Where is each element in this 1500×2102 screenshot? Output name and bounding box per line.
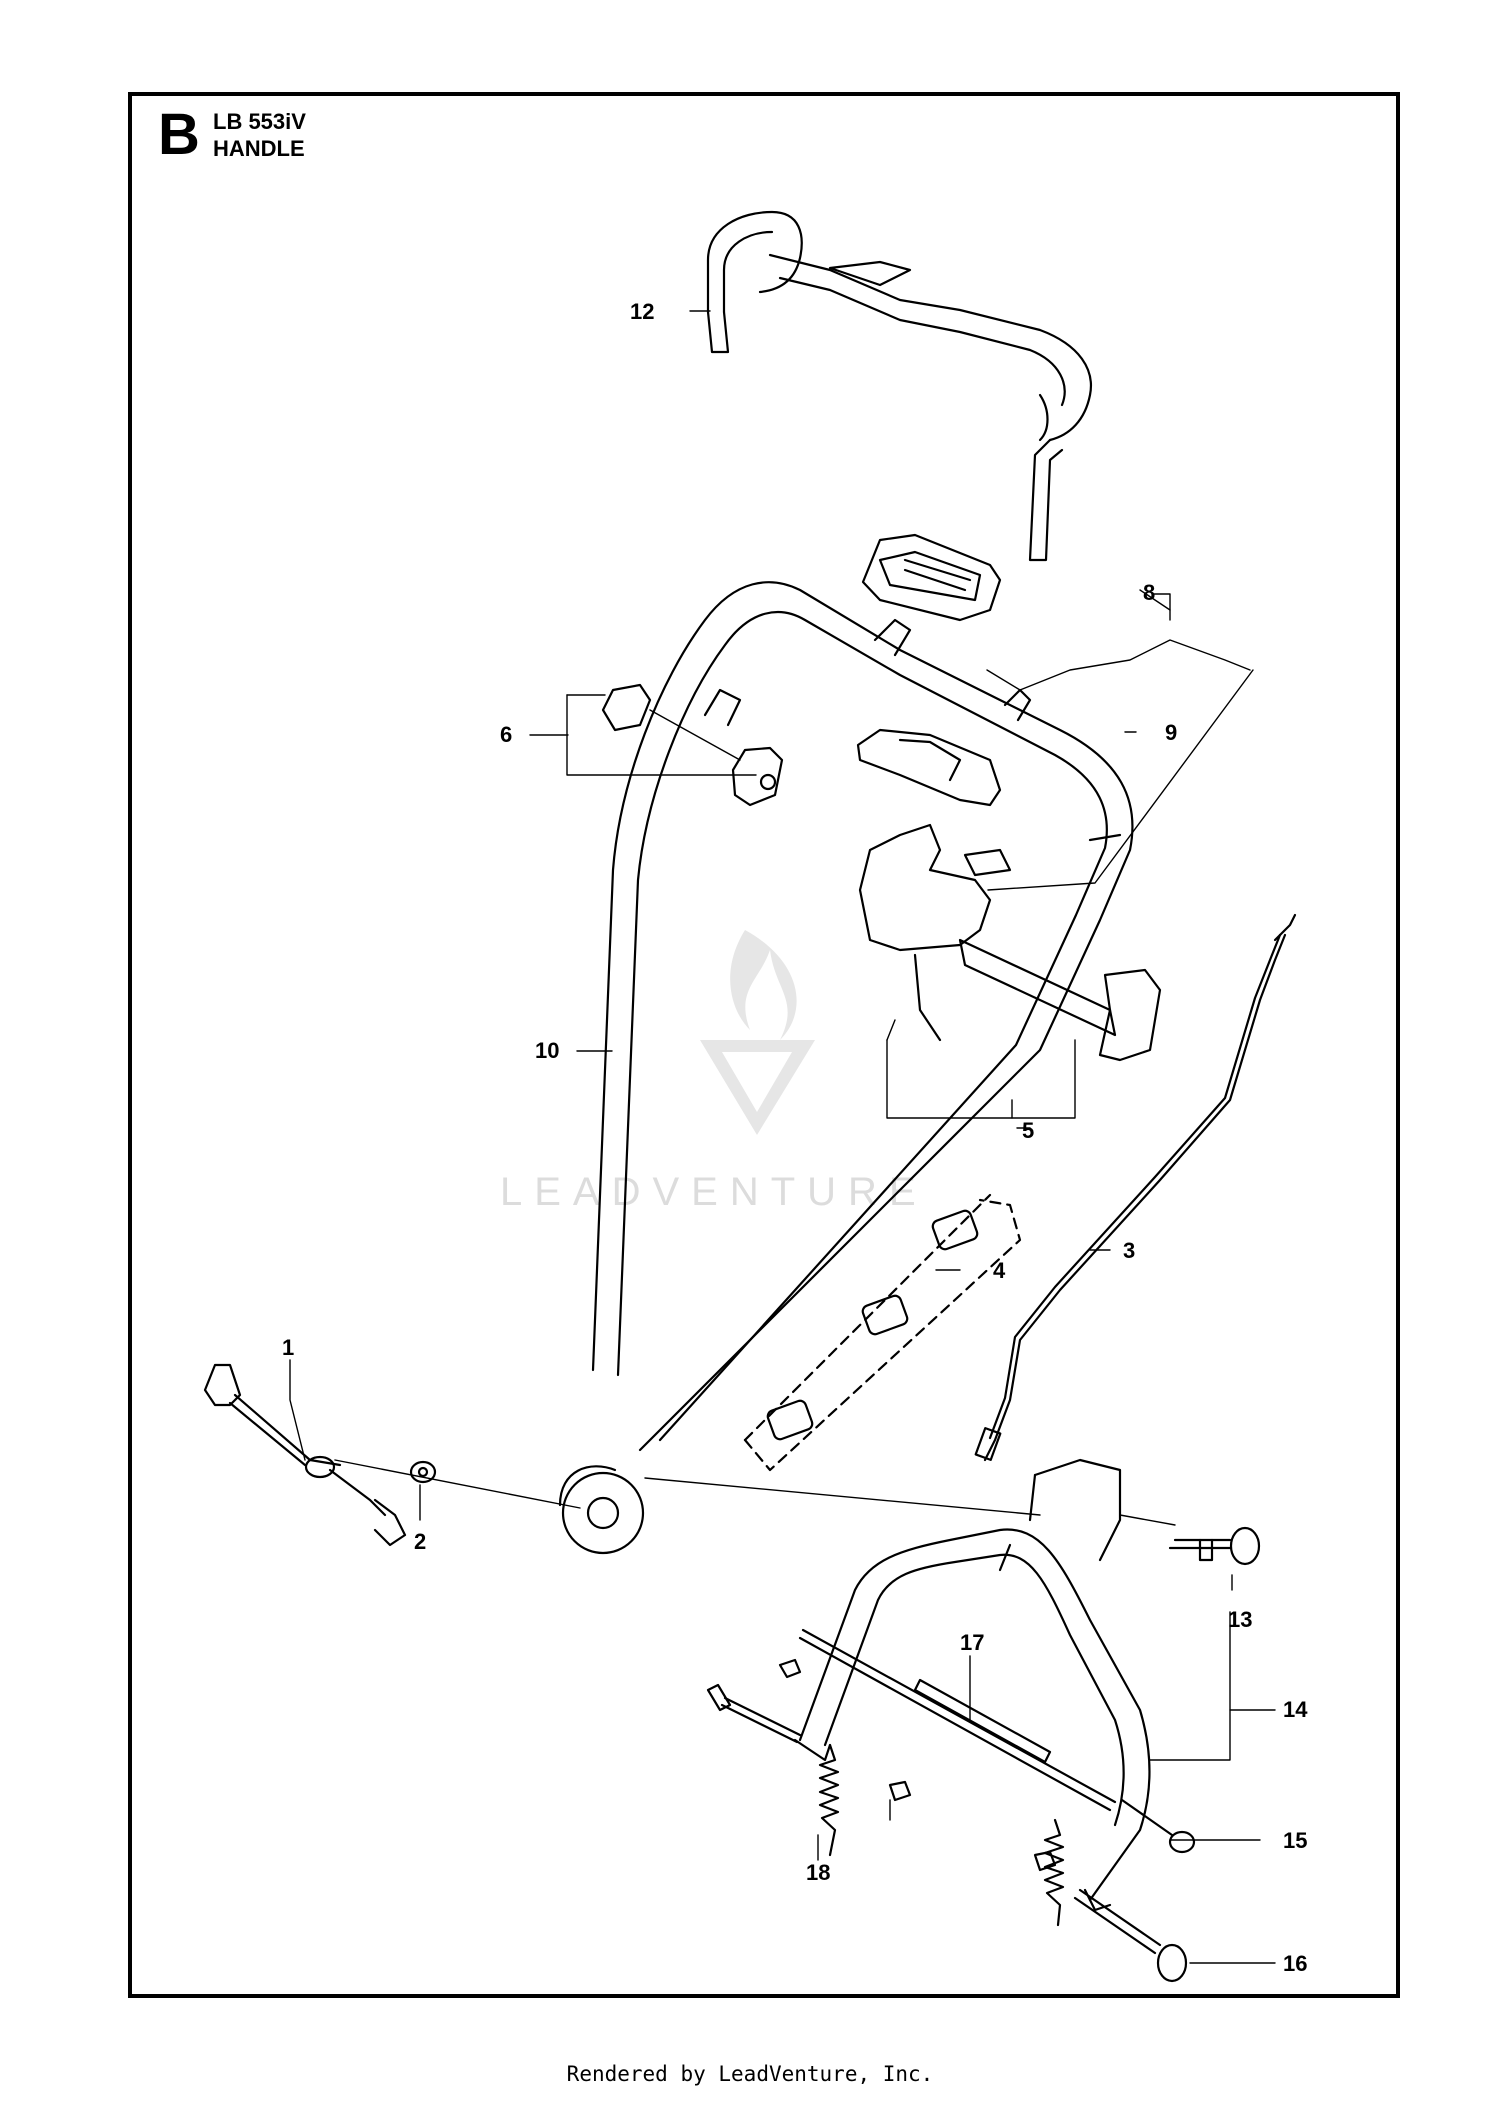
watermark: LEADVENTURE: [500, 930, 928, 1214]
callout-4: 4: [993, 1258, 1006, 1283]
callout-2: 2: [414, 1529, 426, 1554]
rod-part-16: [798, 1628, 1117, 1812]
control-handle-part-5: [858, 823, 1162, 1062]
callout-5: 5: [1022, 1118, 1034, 1143]
spring-part-17: [818, 1743, 1065, 1927]
watermark-flame-icon: [730, 930, 797, 1040]
callout-15: 16: [1283, 1951, 1307, 1976]
callout-3: 3: [1123, 1238, 1135, 1263]
display-cover: [861, 533, 1002, 622]
washer-part-2: [409, 1460, 437, 1484]
callout-6: 6: [500, 722, 512, 747]
switch-part-6: [601, 683, 784, 807]
footer-credit: Rendered by LeadVenture, Inc.: [566, 2062, 934, 2086]
watermark-text: LEADVENTURE: [500, 1170, 928, 1214]
callout-8: 8: [1143, 580, 1155, 605]
frame-part-13: [793, 1458, 1151, 1912]
lower-handle-part-10: [558, 581, 1134, 1555]
callout-1: 1: [282, 1335, 294, 1360]
callout-12: 13: [1228, 1607, 1252, 1632]
leader-lines: [289, 310, 1276, 1964]
callout-9: 9: [1165, 720, 1177, 745]
callout-13: 14: [1283, 1697, 1308, 1722]
callout-14: 15: [1283, 1828, 1307, 1853]
upper-handle-part-11: [706, 210, 1092, 562]
diagram-frame: [128, 92, 1400, 1998]
knob-bolt-part-1: [203, 1363, 407, 1547]
callout-17: 18: [806, 1860, 830, 1885]
callout-10: 10: [535, 1038, 559, 1063]
callout-11: 12: [630, 299, 654, 324]
callout-16: 17: [960, 1630, 984, 1655]
clips-part-4: [743, 1193, 1022, 1472]
callout-labels: 12 8 9 6 10 5 3 4 1 2 13 17 14 15 18 16: [282, 299, 1308, 1976]
cable-part-3: [974, 913, 1297, 1462]
bolts-group: [706, 1526, 1261, 1983]
display-base: [856, 728, 1002, 807]
watermark-v-icon: [700, 1040, 815, 1135]
section-title: HANDLE: [213, 136, 305, 161]
model-name: LB 553iV: [213, 109, 306, 134]
section-letter: B: [158, 102, 200, 167]
